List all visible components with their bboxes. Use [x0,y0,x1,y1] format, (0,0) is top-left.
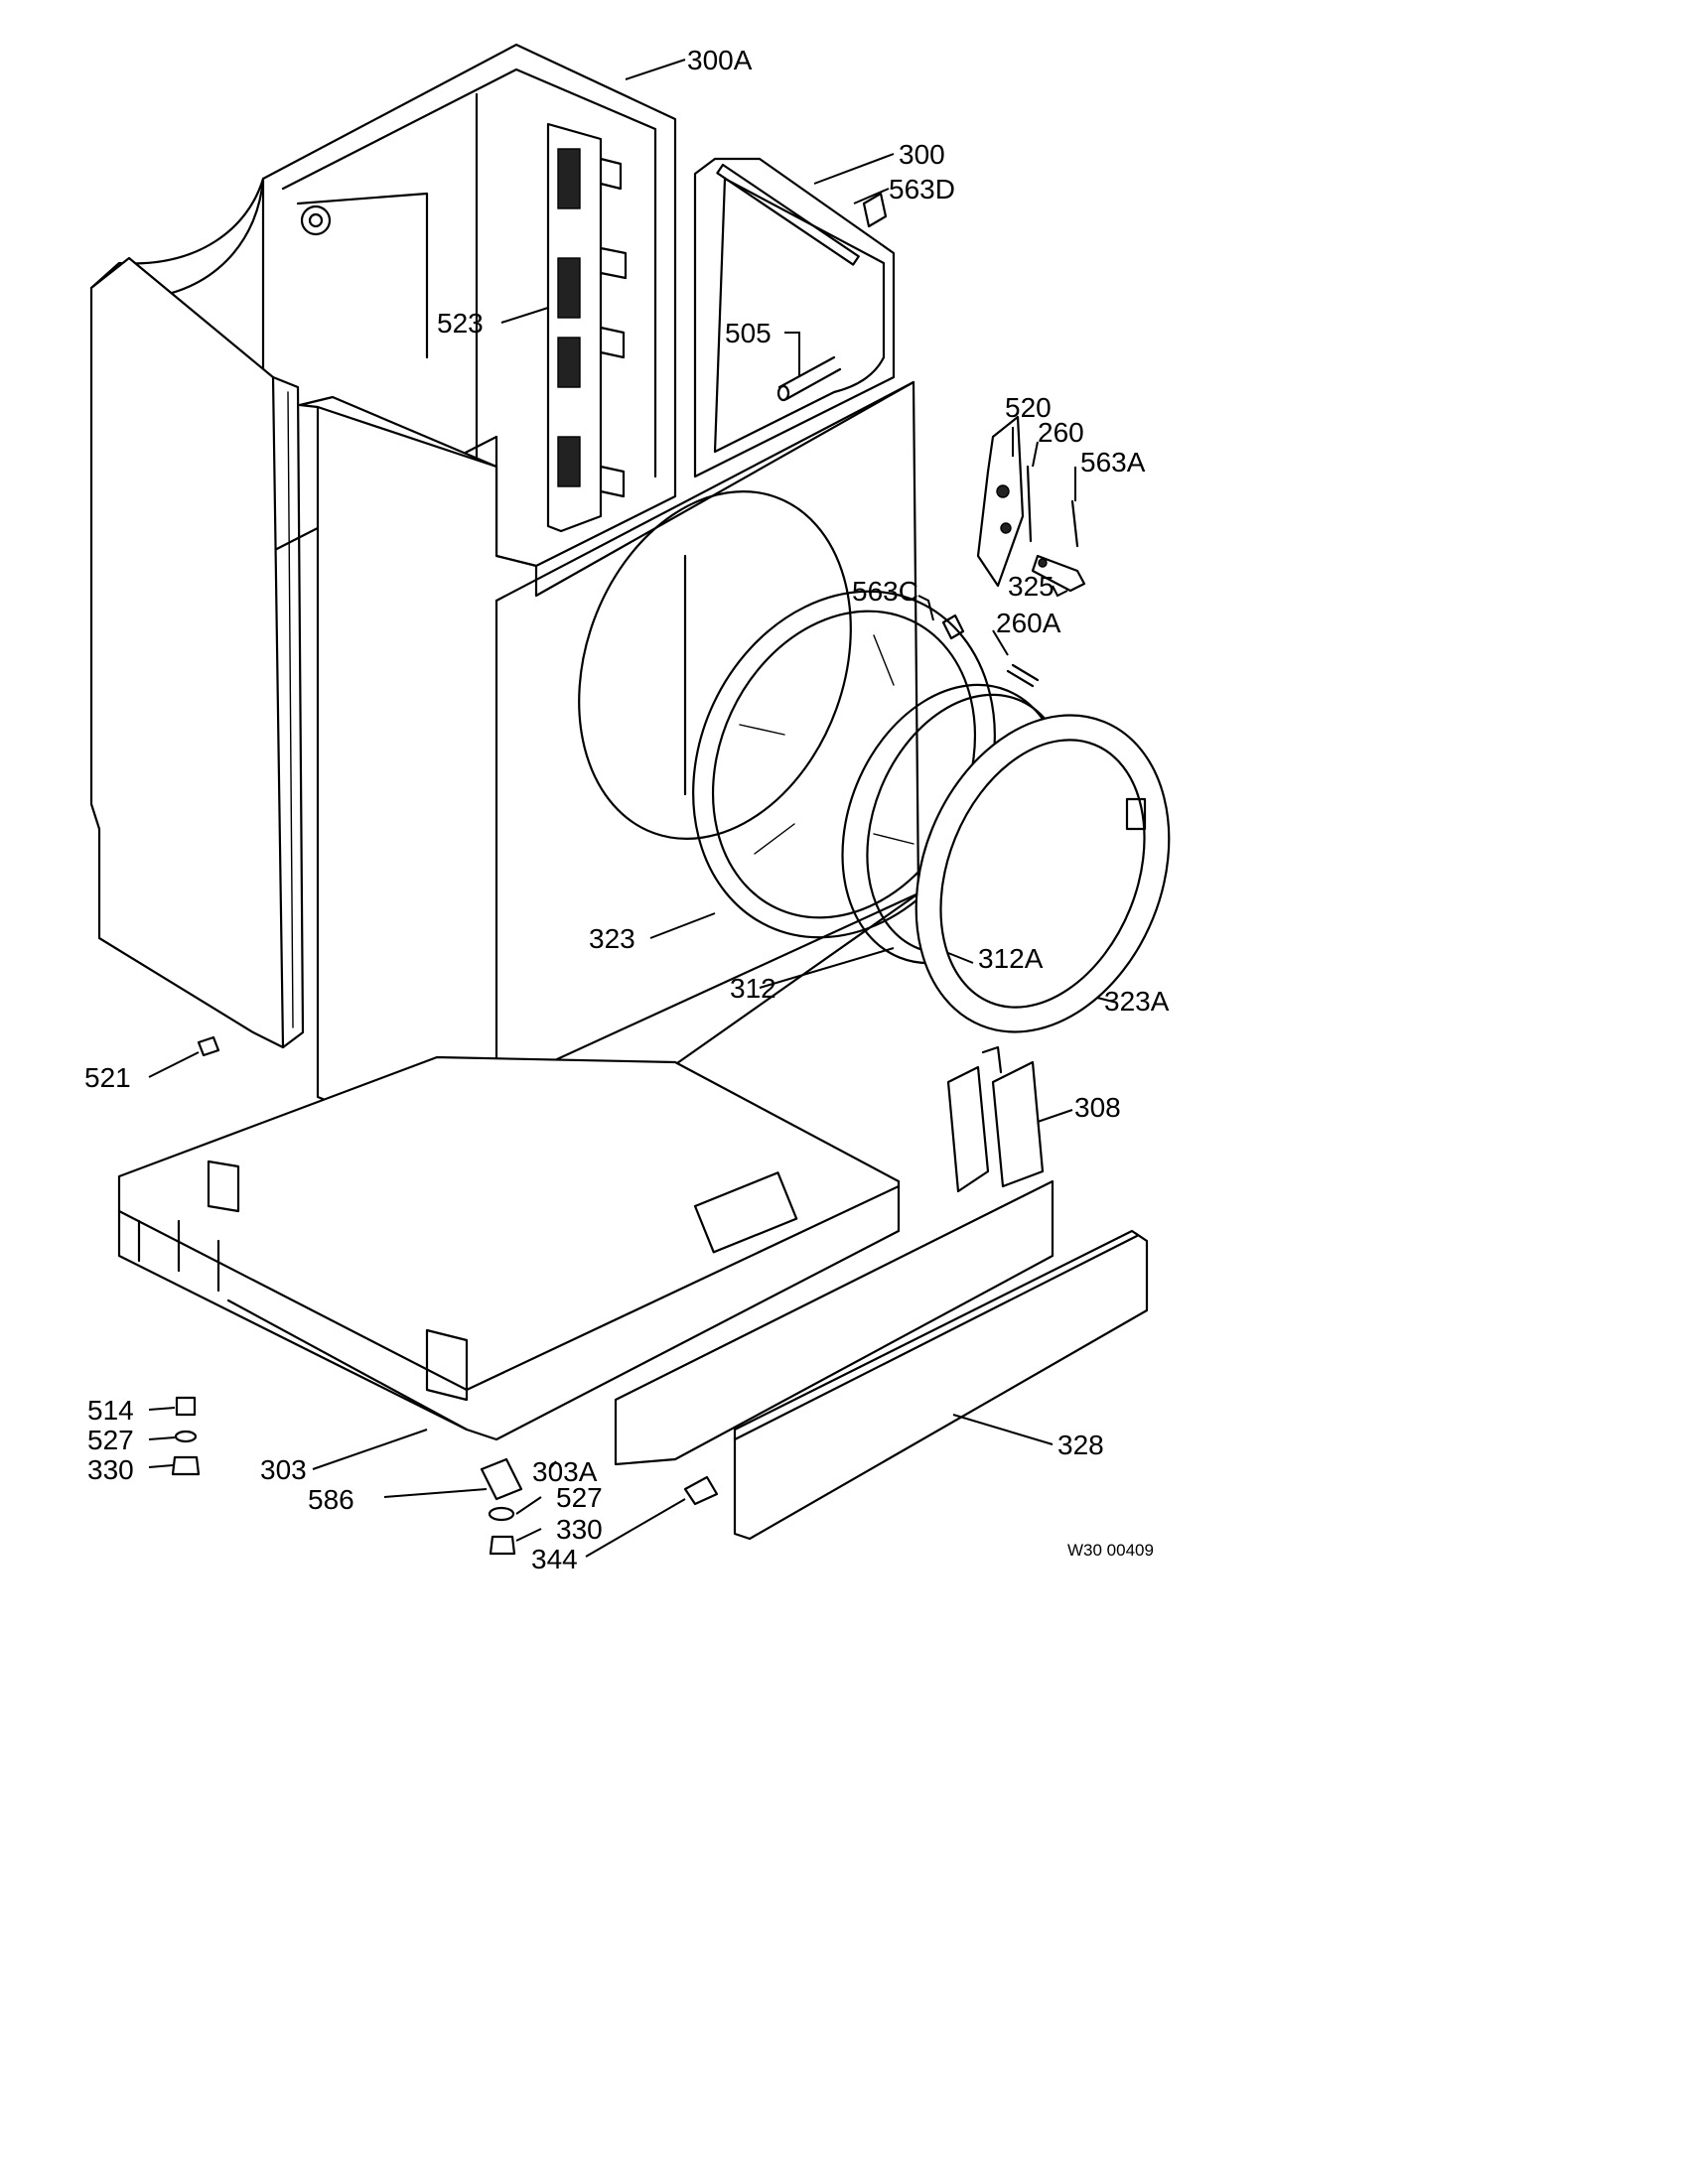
base-frame [117,1055,901,1441]
label-303: 303 [260,1454,307,1485]
label-505: 505 [725,318,772,348]
label-323a: 323A [1104,986,1170,1017]
label-563a: 563A [1080,447,1146,478]
screw-521 [197,1035,220,1057]
label-300a: 300A [687,45,753,75]
foot-right [480,1457,719,1556]
kick-plate [614,1179,1055,1466]
label-521: 521 [84,1062,131,1093]
left-side-panel [89,256,305,1049]
label-586: 586 [308,1484,354,1515]
label-312: 312 [730,973,776,1004]
label-527-left: 527 [87,1425,134,1455]
label-325: 325 [1008,571,1055,602]
label-563c: 563C [852,576,918,607]
front-cabinet-body [298,380,920,1178]
foot-left [171,1396,201,1476]
hinge-block-308 [946,1045,1045,1193]
label-330-right: 330 [556,1514,603,1545]
label-300: 300 [899,139,945,170]
pipe-505 [776,355,842,402]
label-323: 323 [589,923,635,954]
part-labels: 300A 300 563D 523 505 520 260 563A 325 5… [84,45,1170,1574]
leader-lines [148,59,1118,1558]
hinge-assembly [976,415,1086,593]
label-514: 514 [87,1395,134,1426]
rail-bracket [546,122,628,533]
drawing-code: W30 00409 [1067,1541,1154,1560]
label-563d: 563D [889,174,955,205]
label-308: 308 [1074,1092,1121,1123]
label-523: 523 [437,308,484,339]
label-520: 520 [1005,392,1052,423]
label-328: 328 [1057,1430,1104,1460]
label-344: 344 [531,1544,578,1574]
door-ring-323A [914,714,1171,1033]
label-527-right: 527 [556,1482,603,1513]
label-330-left: 330 [87,1454,134,1485]
label-303a: 303A [532,1456,598,1487]
right-side-frame [693,157,896,478]
label-312a: 312A [978,943,1044,974]
label-260a: 260A [996,608,1061,638]
label-260: 260 [1038,417,1084,448]
front-cover-328 [733,1229,1149,1541]
